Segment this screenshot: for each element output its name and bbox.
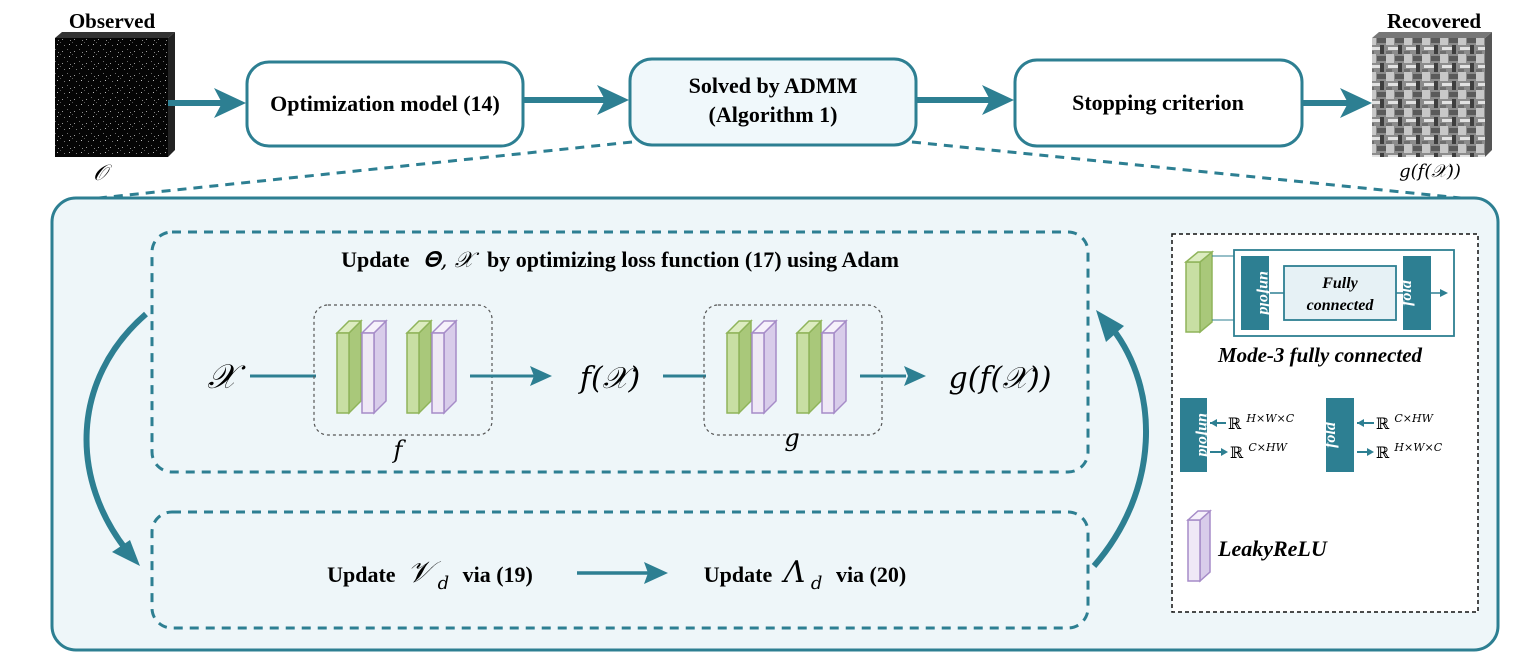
mode3-fc-line2: connected [1307, 297, 1375, 314]
loop-arrow-left [83, 311, 148, 554]
unfold-output-dims: C×HW [1248, 441, 1288, 454]
fold-def-block [1326, 398, 1354, 472]
solved-by-admm-box [628, 57, 918, 147]
f-output-symbol: f(𝒳) [578, 361, 640, 396]
update-v-label: Update 𝒱 d via (19) [327, 555, 533, 594]
f-output-arrowhead [530, 366, 552, 386]
optimization-model-label: Optimization model (14) [270, 91, 500, 116]
pipeline-row: Observed 𝒪 Optimization model (14) Solve… [55, 9, 1492, 186]
g-leaky-relu-layer-2 [820, 319, 848, 415]
update-lambda-suffix: via (20) [836, 562, 906, 587]
loop-arrow-right [1091, 326, 1149, 568]
update-lambda-label: Update Λ d via (20) [704, 555, 906, 594]
update-multipliers-block [150, 510, 1090, 630]
unfold-output-space: ℝ [1230, 443, 1244, 462]
admm-detail-panel [50, 196, 1500, 652]
g-leaky-relu-layer-1 [750, 319, 778, 415]
leaky-relu-caption: LeakyReLU [1217, 536, 1328, 561]
g-network-layers [725, 319, 848, 415]
fold-output-space: ℝ [1376, 443, 1390, 462]
mode3-fc-block [1283, 265, 1397, 321]
unfold-def-label: unfold [1195, 413, 1212, 458]
svg-text:ℝ H×W×C: ℝ H×W×C [1228, 412, 1295, 433]
svg-text:ℝ H×W×C: ℝ H×W×C [1376, 441, 1443, 462]
update-lambda-symbol: Λ [781, 555, 806, 590]
recovered-symbol: g(f(𝒳)) [1399, 161, 1461, 182]
fold-def-label: fold [1322, 421, 1339, 448]
unfold-input-space: ℝ [1228, 414, 1242, 433]
svg-text:ℝ C×HW: ℝ C×HW [1376, 412, 1435, 433]
stopping-criterion-label: Stopping criterion [1072, 90, 1244, 115]
mode3-fc-line1: Fully [1321, 275, 1358, 292]
unfold-def-block [1180, 398, 1207, 472]
mode3-fold-block [1403, 256, 1431, 330]
unfold-definition: unfold ℝ H×W×C ℝ C×HW [1180, 398, 1295, 472]
solved-by-admm-line1: Solved by ADMM [689, 73, 858, 98]
observed-title: Observed [69, 9, 156, 33]
svg-text:ℝ C×HW: ℝ C×HW [1230, 441, 1289, 462]
observed-cube [55, 32, 175, 157]
f-leaky-relu-layer-2 [430, 319, 458, 415]
leaky-relu-legend-layer [1186, 509, 1212, 583]
mode3-green-layer [1183, 250, 1215, 334]
loop-arrows [83, 311, 1149, 568]
update-lambda-prefix: Update [704, 562, 773, 587]
zoom-lines [79, 140, 1481, 202]
update-network-block [150, 230, 1090, 474]
recovered-cube [1372, 32, 1492, 157]
stopping-criterion-box [1013, 58, 1304, 148]
f-fc-layer-2 [405, 319, 433, 415]
fold-definition: fold ℝ C×HW ℝ H×W×C [1322, 398, 1443, 472]
recovered-title: Recovered [1387, 9, 1481, 33]
mode3-fold-label: fold [1398, 279, 1415, 306]
loop-arrow-left-head [112, 540, 140, 566]
g-fc-layer-2 [795, 319, 823, 415]
mode3-caption: Mode-3 fully connected [1217, 343, 1423, 367]
mode3-illustration: unfold Fully connected fold [1183, 249, 1455, 337]
fold-input-dims: C×HW [1394, 412, 1434, 425]
optimization-model-box [245, 60, 525, 148]
fold-output-dims: H×W×C [1393, 441, 1442, 454]
svg-text:Update 𝚯, 𝒳 by o: Update 𝚯, 𝒳 by optimizing loss function … [341, 247, 899, 273]
f-network-box [313, 304, 493, 436]
title-symbols: 𝚯, 𝒳 [423, 248, 479, 273]
unfold-input-dims: H×W×C [1245, 412, 1294, 425]
loop-arrow-right-head [1096, 310, 1124, 342]
update-v-sub: d [438, 573, 450, 594]
title-prefix: Update [341, 247, 410, 272]
g-network-label: g [784, 424, 799, 452]
g-network-box [703, 304, 883, 436]
f-leaky-relu-layer-1 [360, 319, 388, 415]
update-v-suffix: via (19) [463, 562, 533, 587]
observed-symbol: 𝒪 [93, 161, 112, 186]
f-network-layers [335, 319, 458, 415]
g-output-arrowhead [904, 366, 926, 386]
update-network-title: Update 𝚯, 𝒳 by optimizing loss function … [341, 247, 899, 273]
update-lambda-sub: d [811, 573, 823, 594]
fold-input-space: ℝ [1376, 414, 1390, 433]
g-fc-layer-1 [725, 319, 753, 415]
update-v-prefix: Update [327, 562, 396, 587]
mode3-unfold-label: unfold [1256, 271, 1273, 316]
solved-by-admm-line2: (Algorithm 1) [709, 102, 838, 127]
title-suffix: by optimizing loss function (17) using A… [487, 247, 899, 272]
mode3-frame [1233, 249, 1455, 337]
pipeline-arrows [168, 85, 1372, 118]
f-fc-layer-1 [335, 319, 363, 415]
mode3-unfold-block [1241, 256, 1269, 330]
g-output-symbol: g(f(𝒳)) [949, 361, 1052, 396]
multipliers-arrowhead [644, 562, 668, 584]
